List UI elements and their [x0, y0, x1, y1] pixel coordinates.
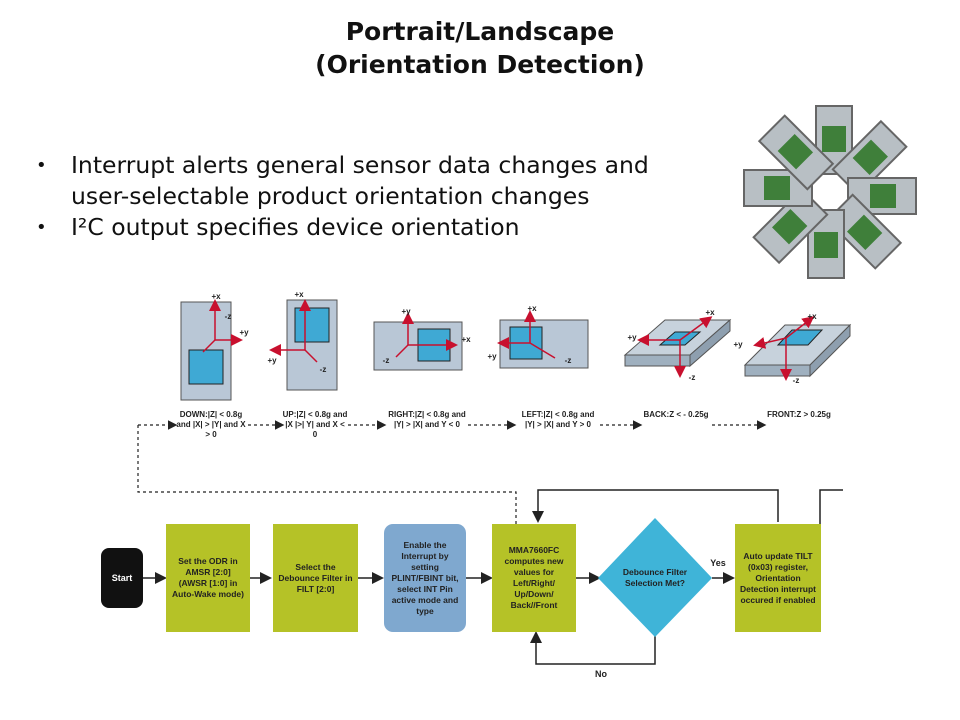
axis-label: +x: [294, 290, 304, 299]
device-down: [180, 299, 243, 401]
decision-diamond: [598, 518, 712, 637]
axis-label: +y: [627, 333, 637, 342]
bullet-list: • Interrupt alerts general sensor data c…: [36, 150, 696, 243]
device-back: [623, 316, 732, 378]
page-title-line1: Portrait/Landscape: [345, 17, 615, 46]
orientation-chain: [137, 420, 767, 528]
orientation-label-right: RIGHT:|Z| < 0.8g and |Y| > |X| and Y < 0: [388, 410, 466, 429]
device-left: [497, 310, 589, 369]
orientation-label-down: DOWN:|Z| < 0.8g and |X| > |Y| and X > 0: [176, 410, 246, 439]
axis-label: +x: [705, 308, 715, 317]
yes-label: Yes: [710, 558, 726, 568]
bullet-item: • Interrupt alerts general sensor data c…: [36, 150, 696, 212]
flow-connectors: [142, 489, 843, 665]
device-front: [743, 316, 852, 381]
no-label: No: [595, 669, 607, 679]
orientation-label-up: UP:|Z| < 0.8g and |X |>| Y| and X < 0: [282, 410, 348, 439]
axis-label: +y: [733, 340, 743, 349]
orientation-label-back: BACK:Z < - 0.25g: [643, 410, 709, 419]
step-auto-update-tilt: Auto update TILT (0x03) register, Orient…: [735, 524, 821, 632]
axis-label: -z: [224, 312, 232, 321]
rotating-boards-photo: [743, 105, 917, 279]
bullet-text: Interrupt alerts general sensor data cha…: [71, 151, 649, 210]
axis-label: +x: [461, 335, 471, 344]
bullet-text: I²C output specifies device orientation: [71, 213, 520, 241]
axis-label: +x: [527, 304, 537, 313]
start-node: Start: [101, 548, 143, 608]
axis-label: +x: [807, 312, 817, 321]
step-enable-interrupt: Enable the Interrupt by setting PLINT/FB…: [384, 524, 466, 632]
axis-label: -z: [319, 365, 327, 374]
page-title-line2: (Orientation Detection): [315, 50, 645, 79]
step-select-debounce: Select the Debounce Filter in FILT [2:0]: [273, 524, 358, 632]
device-up: [269, 299, 338, 391]
axis-label: +y: [487, 352, 497, 361]
step-set-odr: Set the ODR in AMSR [2:0] (AWSR [1:0] in…: [166, 524, 250, 632]
decision-label: Debounce Filter Selection Met?: [622, 567, 688, 588]
axis-label: +y: [401, 307, 411, 316]
bullet-dot-icon: •: [36, 217, 47, 238]
bullet-item: • I²C output specifies device orientatio…: [36, 212, 696, 243]
step-compute-values: MMA7660FC computes new values for Left/R…: [492, 524, 576, 632]
axis-label: +y: [267, 356, 277, 365]
bullet-dot-icon: •: [36, 155, 47, 176]
axis-label: +y: [239, 328, 249, 337]
orientation-label-left: LEFT:|Z| < 0.8g and |Y| > |X| and Y > 0: [521, 410, 595, 429]
device-right: [373, 312, 463, 371]
axis-label: -z: [792, 376, 800, 385]
axis-label: -z: [688, 373, 696, 382]
orientation-label-front: FRONT:Z > 0.25g: [767, 410, 831, 419]
axis-label: -z: [564, 356, 572, 365]
axis-label: -z: [382, 356, 390, 365]
axis-label: +x: [211, 292, 221, 301]
